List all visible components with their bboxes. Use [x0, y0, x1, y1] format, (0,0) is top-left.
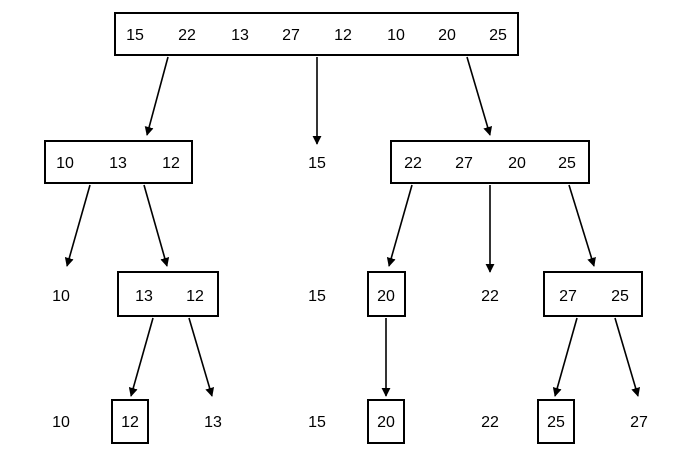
root-value: 22	[178, 27, 196, 44]
level2-middle-box-value: 20	[377, 288, 395, 305]
level2-middle-pivot: 22	[481, 288, 499, 305]
sorted-value: 13	[204, 414, 222, 431]
level2-left-box: 13 12	[117, 271, 219, 317]
level1-left-value: 12	[162, 155, 180, 172]
root-value: 20	[438, 27, 456, 44]
root-value: 13	[231, 27, 249, 44]
root-value: 10	[387, 27, 405, 44]
level2-right-box-value: 27	[559, 288, 577, 305]
arrow-subbox-to-13	[188, 317, 215, 397]
level1-left-box: 10 13 12	[44, 140, 193, 184]
level1-right-box: 22 27 20 25	[390, 140, 590, 184]
arrow-subbox-to-27	[614, 317, 641, 397]
arrow-right-to-subbox-left	[386, 184, 413, 267]
level2-right-box: 27 25	[543, 271, 643, 317]
arrow-subbox-to-12	[128, 317, 154, 397]
level1-right-value: 20	[508, 155, 526, 172]
level3-box-25: 25	[537, 399, 575, 444]
root-value: 27	[282, 27, 300, 44]
sorted-value: 10	[52, 414, 70, 431]
level1-left-value: 10	[56, 155, 74, 172]
arrow-left-to-leaf	[64, 184, 91, 267]
sorted-value: 22	[481, 414, 499, 431]
level3-box-12: 12	[111, 399, 149, 444]
sorted-value: 15	[308, 414, 326, 431]
level2-right-box-value: 25	[611, 288, 629, 305]
level1-right-value: 22	[404, 155, 422, 172]
level3-box-20: 20	[367, 399, 405, 444]
root-array-box: 15 22 13 27 12 10 20 25	[114, 12, 519, 56]
level1-right-value: 27	[455, 155, 473, 172]
level2-left-box-value: 13	[135, 288, 153, 305]
root-value: 25	[489, 27, 507, 44]
arrow-right-to-subbox-right	[568, 184, 596, 267]
sorted-value: 20	[377, 414, 395, 431]
level2-middle-box: 20	[367, 271, 406, 317]
arrow-root-to-right	[466, 56, 493, 136]
sorted-value: 12	[121, 414, 139, 431]
level1-left-value: 13	[109, 155, 127, 172]
level2-pivot: 15	[308, 288, 326, 305]
level2-left-box-value: 12	[186, 288, 204, 305]
root-value: 12	[334, 27, 352, 44]
root-value: 15	[126, 27, 144, 44]
arrow-left-to-subbox	[143, 184, 170, 267]
level1-right-value: 25	[558, 155, 576, 172]
arrow-root-to-left	[144, 56, 169, 136]
level1-pivot: 15	[308, 155, 326, 172]
level2-left-value: 10	[52, 288, 70, 305]
sorted-value: 27	[630, 414, 648, 431]
sorted-value: 25	[547, 414, 565, 431]
arrow-subbox-to-25	[552, 317, 578, 397]
